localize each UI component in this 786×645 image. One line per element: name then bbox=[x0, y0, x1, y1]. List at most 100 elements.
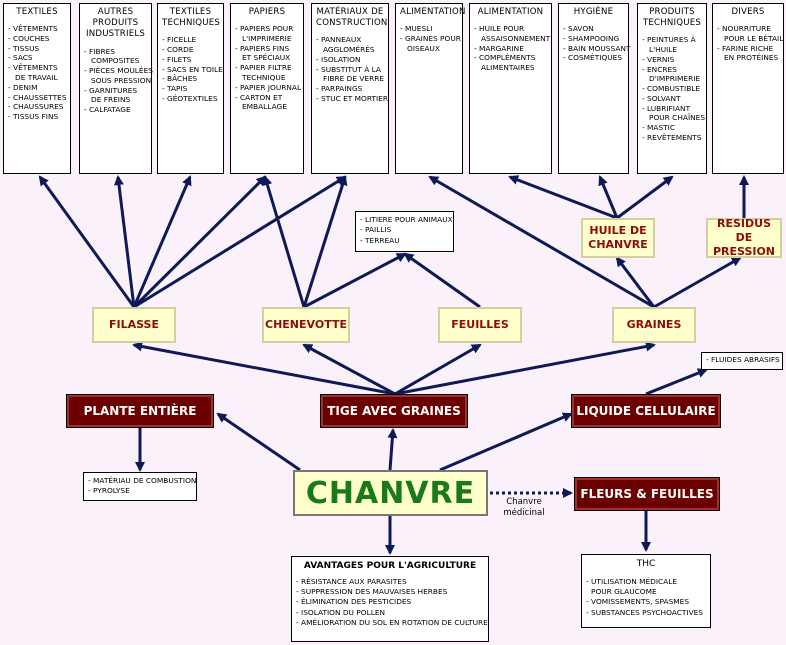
category-item: - FILETS bbox=[162, 54, 192, 64]
category-item: COMPOSITES bbox=[91, 56, 140, 66]
connector-arrow bbox=[133, 175, 347, 309]
category-item: OISEAUX bbox=[407, 43, 440, 53]
feuilles-node: FEUILLES bbox=[438, 307, 522, 343]
category-title: PAPIERS bbox=[248, 7, 286, 17]
connector-arrow bbox=[616, 175, 674, 220]
category-item: - PAPIER JOURNAL bbox=[235, 82, 302, 92]
connector-arrow bbox=[303, 252, 407, 309]
category-item: - SUBSTITUT À LA bbox=[316, 64, 381, 74]
fleurs-feuilles-node: FLEURS & FEUILLES bbox=[574, 477, 720, 511]
category-item: SOUS PRESSION bbox=[91, 75, 152, 85]
category-item: ASSAISONNEMENT bbox=[481, 33, 551, 43]
category-title: HYGIÈNE bbox=[573, 7, 614, 17]
category-item: - PAPIERS POUR bbox=[235, 24, 294, 34]
category-item: L'HUILE bbox=[649, 45, 678, 55]
category-item: - SHAMPOOING bbox=[563, 33, 620, 43]
category-item: - VERNIS bbox=[642, 54, 675, 64]
category-item: - SACS EN TOILE bbox=[162, 64, 223, 74]
category-item: EMBALLAGE bbox=[242, 102, 287, 112]
tige-avec-graines-node: TIGE AVEC GRAINES bbox=[320, 394, 468, 428]
category-item: AGGLOMÉRÉS bbox=[323, 45, 375, 55]
category-item: - COSMÉTIQUES bbox=[563, 53, 623, 63]
chanvre-title: CHANVRE bbox=[293, 470, 488, 516]
category-item: FIBRE DE VERRE bbox=[323, 74, 385, 84]
category-item: - SACS bbox=[8, 53, 33, 63]
category-item: - CHAUSSURES bbox=[8, 102, 64, 112]
category-item: - DENIM bbox=[8, 82, 38, 92]
category-item: ALIMENTAIRES bbox=[481, 63, 535, 73]
category-item: - ENCRES bbox=[642, 64, 677, 74]
connector-arrow bbox=[645, 368, 708, 396]
category-item: - CORDE bbox=[162, 45, 194, 55]
category-item: - COMPLÉMENTS bbox=[474, 53, 536, 63]
category-item: - MUESLI bbox=[400, 24, 433, 34]
category-item: - LUBRIFIANT bbox=[642, 103, 691, 113]
category-item: - TISSUS bbox=[8, 43, 40, 53]
category-item: - SAVON bbox=[563, 24, 594, 34]
category-item: TECHNIQUE bbox=[242, 73, 286, 82]
fluides-abrasifs-box: - FLUIDES ABRASIFS bbox=[701, 352, 783, 370]
category-item: - FARINE RICHE bbox=[717, 43, 774, 53]
connector-arrow bbox=[394, 341, 656, 396]
category-item: - HUILE POUR bbox=[474, 24, 525, 34]
category-box-hygiene: HYGIÈNE - SAVON- SHAMPOOING- BAIN MOUSSAN… bbox=[558, 3, 631, 174]
category-title: ALIMENTATION bbox=[477, 7, 544, 17]
category-box-papiers: PAPIERS- PAPIERS POUR L'IMPRIMERIE- PAPI… bbox=[230, 3, 304, 174]
category-item: - FIBRES bbox=[84, 46, 116, 56]
category-item: - MASTIC bbox=[642, 123, 675, 133]
category-item: POUR LE BÉTAIL bbox=[724, 33, 784, 43]
category-item: - BAIN MOUSSANT bbox=[563, 43, 631, 53]
category-box-alimentation-1: ALIMENTATION - MUESLI- GRAINES POUR OISEA… bbox=[395, 3, 466, 174]
category-item: - CARTON ET bbox=[235, 92, 283, 102]
category-item: - CHAUSSETTES bbox=[8, 92, 67, 102]
connector-arrow bbox=[38, 175, 136, 308]
thc-box: THC - UTILISATION MÉDICALE POUR GLAUCOME… bbox=[581, 554, 711, 628]
category-item: - TISSUS FINS bbox=[8, 112, 59, 122]
category-item: - COMBUSTIBLE bbox=[642, 84, 701, 94]
category-item: - TAPIS bbox=[162, 84, 188, 94]
category-item: - REVÊTEMENTS bbox=[642, 133, 702, 142]
connector-arrow bbox=[216, 412, 301, 472]
category-item: - PANNEAUX bbox=[316, 35, 362, 45]
litiere-box: - LITIERE POUR ANIMAUX- PAILLIS- TERREAU bbox=[355, 211, 454, 252]
connector-arrow bbox=[615, 256, 656, 308]
category-item: DE TRAVAIL bbox=[15, 73, 58, 82]
connector-arrow bbox=[428, 175, 655, 309]
category-item: ET SPÉCIAUX bbox=[242, 53, 291, 63]
category-item: - CALFATAGE bbox=[84, 105, 131, 115]
connector-arrow bbox=[114, 175, 136, 308]
connector-arrow bbox=[262, 175, 306, 308]
connector-arrow bbox=[439, 412, 573, 472]
connector-arrow bbox=[302, 175, 348, 308]
category-title: ALIMENTATION bbox=[400, 7, 466, 17]
connector-arrow bbox=[653, 256, 742, 309]
category-item: DE FREINS bbox=[91, 95, 131, 105]
category-item: - COUCHES bbox=[8, 33, 50, 43]
connector-arrow bbox=[598, 175, 619, 219]
connector-arrow bbox=[508, 175, 618, 220]
category-item: - GÉOTEXTILES bbox=[162, 93, 218, 103]
plante-entiere-node: PLANTE ENTIÈRE bbox=[66, 394, 214, 428]
category-item: - GRAINES POUR bbox=[400, 33, 461, 43]
category-item: - VÊTEMENTS bbox=[8, 24, 58, 34]
connector-arrow bbox=[302, 343, 396, 396]
liquide-cellulaire-node: LIQUIDE CELLULAIRE bbox=[571, 394, 721, 428]
category-title: TEXTILES bbox=[16, 7, 58, 17]
category-item: D'IMPRIMERIE bbox=[649, 74, 701, 84]
connector-arrow bbox=[394, 343, 482, 396]
category-item: - PIÈCES MOULÉES bbox=[84, 66, 153, 76]
category-item: - ISOLATION bbox=[316, 54, 361, 64]
category-item: - NOURRITURE bbox=[717, 24, 771, 34]
category-box-divers: DIVERS- NOURRITURE POUR LE BÉTAIL- FARIN… bbox=[712, 3, 784, 174]
category-item: - MARGARINE bbox=[474, 43, 524, 53]
